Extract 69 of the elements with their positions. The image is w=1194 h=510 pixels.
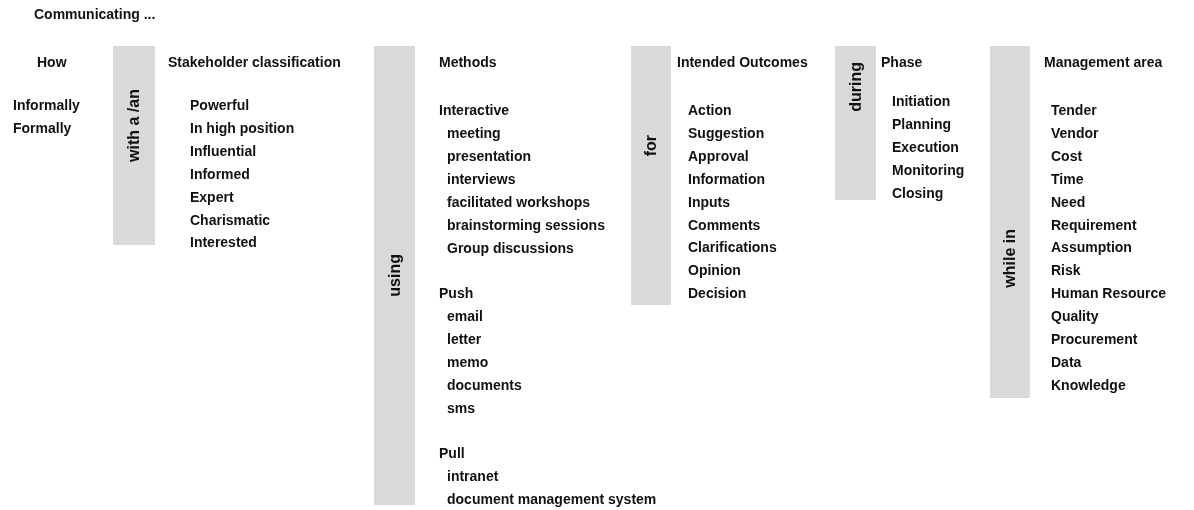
category-label: Pull <box>439 444 465 462</box>
list-item: Knowledge <box>1051 376 1126 394</box>
list-item: sms <box>447 399 476 417</box>
list-item: Group discussions <box>447 239 574 257</box>
list-item: Monitoring <box>892 161 965 179</box>
list-item: Procurement <box>1051 330 1138 348</box>
list-item: Informally <box>13 96 80 114</box>
list-item: Time <box>1051 170 1084 188</box>
list-item: Need <box>1051 193 1086 211</box>
list-item: Opinion <box>688 261 741 279</box>
list-item: Informed <box>190 165 250 183</box>
list-item: documents <box>447 376 522 394</box>
list-item: Interested <box>190 233 257 251</box>
list-item: Formally <box>13 119 72 137</box>
band-label: with a /an <box>125 89 143 162</box>
list-item: Expert <box>190 188 234 206</box>
list-item: memo <box>447 353 489 371</box>
list-item: Planning <box>892 115 952 133</box>
column-heading: Methods <box>439 53 497 71</box>
list-item: Risk <box>1051 261 1081 279</box>
list-item: Inputs <box>688 193 730 211</box>
list-item: intranet <box>447 467 499 485</box>
list-item: interviews <box>447 170 516 188</box>
list-item: facilitated workshops <box>447 193 591 211</box>
list-item: In high position <box>190 119 295 137</box>
band-label: for <box>642 134 660 157</box>
band <box>990 46 1030 398</box>
list-item: email <box>447 307 483 325</box>
list-item: Vendor <box>1051 124 1099 142</box>
band <box>374 46 415 505</box>
list-item: Execution <box>892 138 959 156</box>
list-item: Requirement <box>1051 216 1137 234</box>
list-item: Initiation <box>892 92 951 110</box>
list-item: Suggestion <box>688 124 765 142</box>
band-label: while in <box>1001 228 1019 288</box>
band-label: during <box>846 62 865 112</box>
column-heading: Intended Outcomes <box>677 53 808 71</box>
list-item: meeting <box>447 124 501 142</box>
list-item: Decision <box>688 284 747 302</box>
list-item: presentation <box>447 147 531 165</box>
column-heading: Phase <box>881 53 923 71</box>
category-label: Interactive <box>439 101 510 119</box>
list-item: Assumption <box>1051 238 1132 256</box>
list-item: Data <box>1051 353 1082 371</box>
list-item: Human Resource <box>1051 284 1167 302</box>
list-item: Action <box>688 101 732 119</box>
list-item: brainstorming sessions <box>447 216 605 234</box>
column-heading: Stakeholder classification <box>168 53 341 71</box>
band-label: using <box>385 254 404 297</box>
list-item: letter <box>447 330 482 348</box>
band <box>631 46 671 305</box>
category-label: Push <box>439 284 474 302</box>
list-item: Closing <box>892 184 944 202</box>
band <box>835 46 876 200</box>
band <box>113 46 155 245</box>
list-item: Information <box>688 170 765 188</box>
list-item: Tender <box>1051 101 1097 119</box>
list-item: Cost <box>1051 147 1083 165</box>
list-item: Powerful <box>190 96 250 114</box>
list-item: Influential <box>190 142 257 160</box>
list-item: Approval <box>688 147 749 165</box>
list-item: Charismatic <box>190 211 271 229</box>
list-item: document management system <box>447 490 657 508</box>
column-heading: How <box>37 53 67 71</box>
list-item: Quality <box>1051 307 1099 325</box>
list-item: Comments <box>688 216 761 234</box>
list-item: Clarifications <box>688 238 777 256</box>
title: Communicating ... <box>34 5 156 23</box>
column-heading: Management area <box>1044 53 1163 71</box>
